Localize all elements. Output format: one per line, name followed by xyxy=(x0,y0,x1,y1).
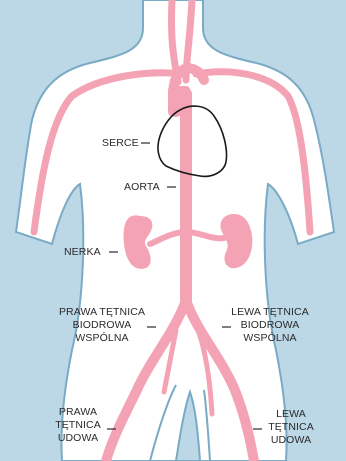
aortic-root xyxy=(168,86,190,116)
heart-label: SERCE xyxy=(102,137,139,150)
right-common-iliac-label: PRAWA TĘTNICA BIODROWA WSPÓLNA xyxy=(52,306,152,345)
right-femoral-label: PRAWA TĘTNICA UDOWA xyxy=(50,406,106,445)
left-femoral-label: LEWA TĘTNICA UDOWA xyxy=(262,408,320,447)
aorta-label: AORTA xyxy=(124,181,160,194)
left-common-iliac-label: LEWA TĘTNICA BIODROWA WSPÓLNA xyxy=(222,306,318,345)
kidney-label: NERKA xyxy=(64,246,101,259)
